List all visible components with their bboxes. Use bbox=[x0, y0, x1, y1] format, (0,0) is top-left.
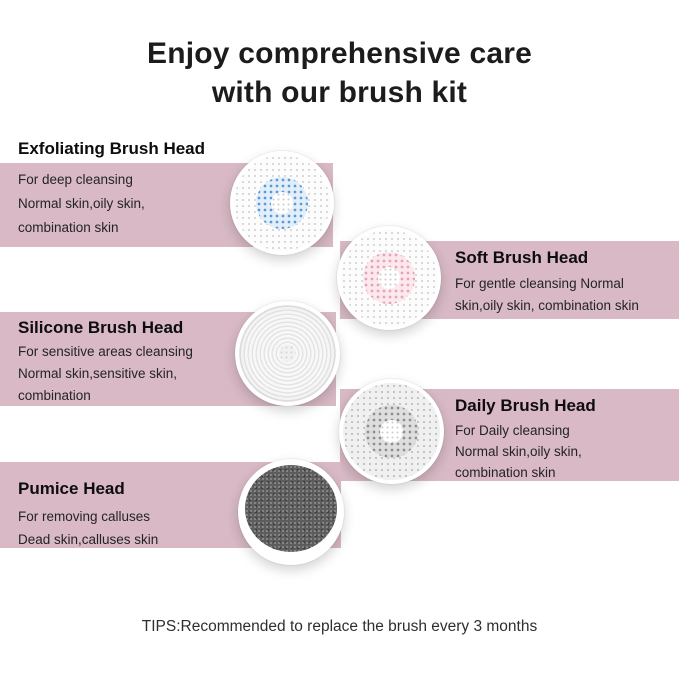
desc-line: combination bbox=[18, 388, 91, 403]
soft-brush-photo bbox=[337, 226, 441, 330]
pumice-heading: Pumice Head bbox=[18, 479, 125, 498]
daily-brush-photo bbox=[339, 379, 444, 484]
silicone-brush-photo bbox=[235, 301, 340, 406]
soft-desc: For gentle cleansing Normal skin,oily sk… bbox=[455, 273, 639, 317]
page-title-line2: with our brush kit bbox=[211, 76, 468, 109]
bristle-core bbox=[377, 266, 401, 290]
desc-line: For gentle cleansing Normal bbox=[455, 276, 624, 291]
bristle-texture bbox=[343, 383, 440, 480]
pumice-head-photo bbox=[238, 459, 344, 565]
desc-line: skin,oily skin, combination skin bbox=[455, 298, 639, 313]
tips-text: TIPS:Recommended to replace the brush ev… bbox=[141, 618, 538, 635]
pumice-stone-texture bbox=[245, 465, 337, 552]
bristle-core bbox=[270, 191, 294, 215]
desc-line: For deep cleansing bbox=[18, 172, 133, 187]
desc-line: Dead skin,calluses skin bbox=[18, 532, 159, 547]
exfoliating-brush-photo bbox=[230, 151, 334, 255]
silicone-heading: Silicone Brush Head bbox=[18, 318, 184, 337]
page-title-line1: Enjoy comprehensive care bbox=[147, 37, 532, 70]
desc-line: combination skin bbox=[455, 465, 556, 480]
daily-desc: For Daily cleansing Normal skin,oily ski… bbox=[455, 420, 582, 483]
daily-heading: Daily Brush Head bbox=[455, 396, 596, 415]
desc-line: For sensitive areas cleansing bbox=[18, 344, 193, 359]
desc-line: Normal skin,oily skin, bbox=[18, 196, 145, 211]
desc-line: For removing calluses bbox=[18, 509, 151, 524]
desc-line: combination skin bbox=[18, 220, 119, 235]
bristle-core bbox=[379, 419, 404, 444]
exfoliating-heading: Exfoliating Brush Head bbox=[18, 139, 206, 158]
silicone-center bbox=[279, 345, 296, 362]
desc-line: Normal skin,sensitive skin, bbox=[18, 366, 178, 381]
soft-heading: Soft Brush Head bbox=[455, 248, 589, 267]
pumice-desc: For removing calluses Dead skin,calluses… bbox=[18, 505, 158, 551]
silicone-desc: For sensitive areas cleansing Normal ski… bbox=[18, 341, 193, 407]
desc-line: Normal skin,oily skin, bbox=[455, 444, 582, 459]
page-title: Enjoy comprehensive care with our brush … bbox=[0, 34, 679, 112]
desc-line: For Daily cleansing bbox=[455, 423, 570, 438]
exfoliating-desc: For deep cleansing Normal skin,oily skin… bbox=[18, 168, 145, 240]
